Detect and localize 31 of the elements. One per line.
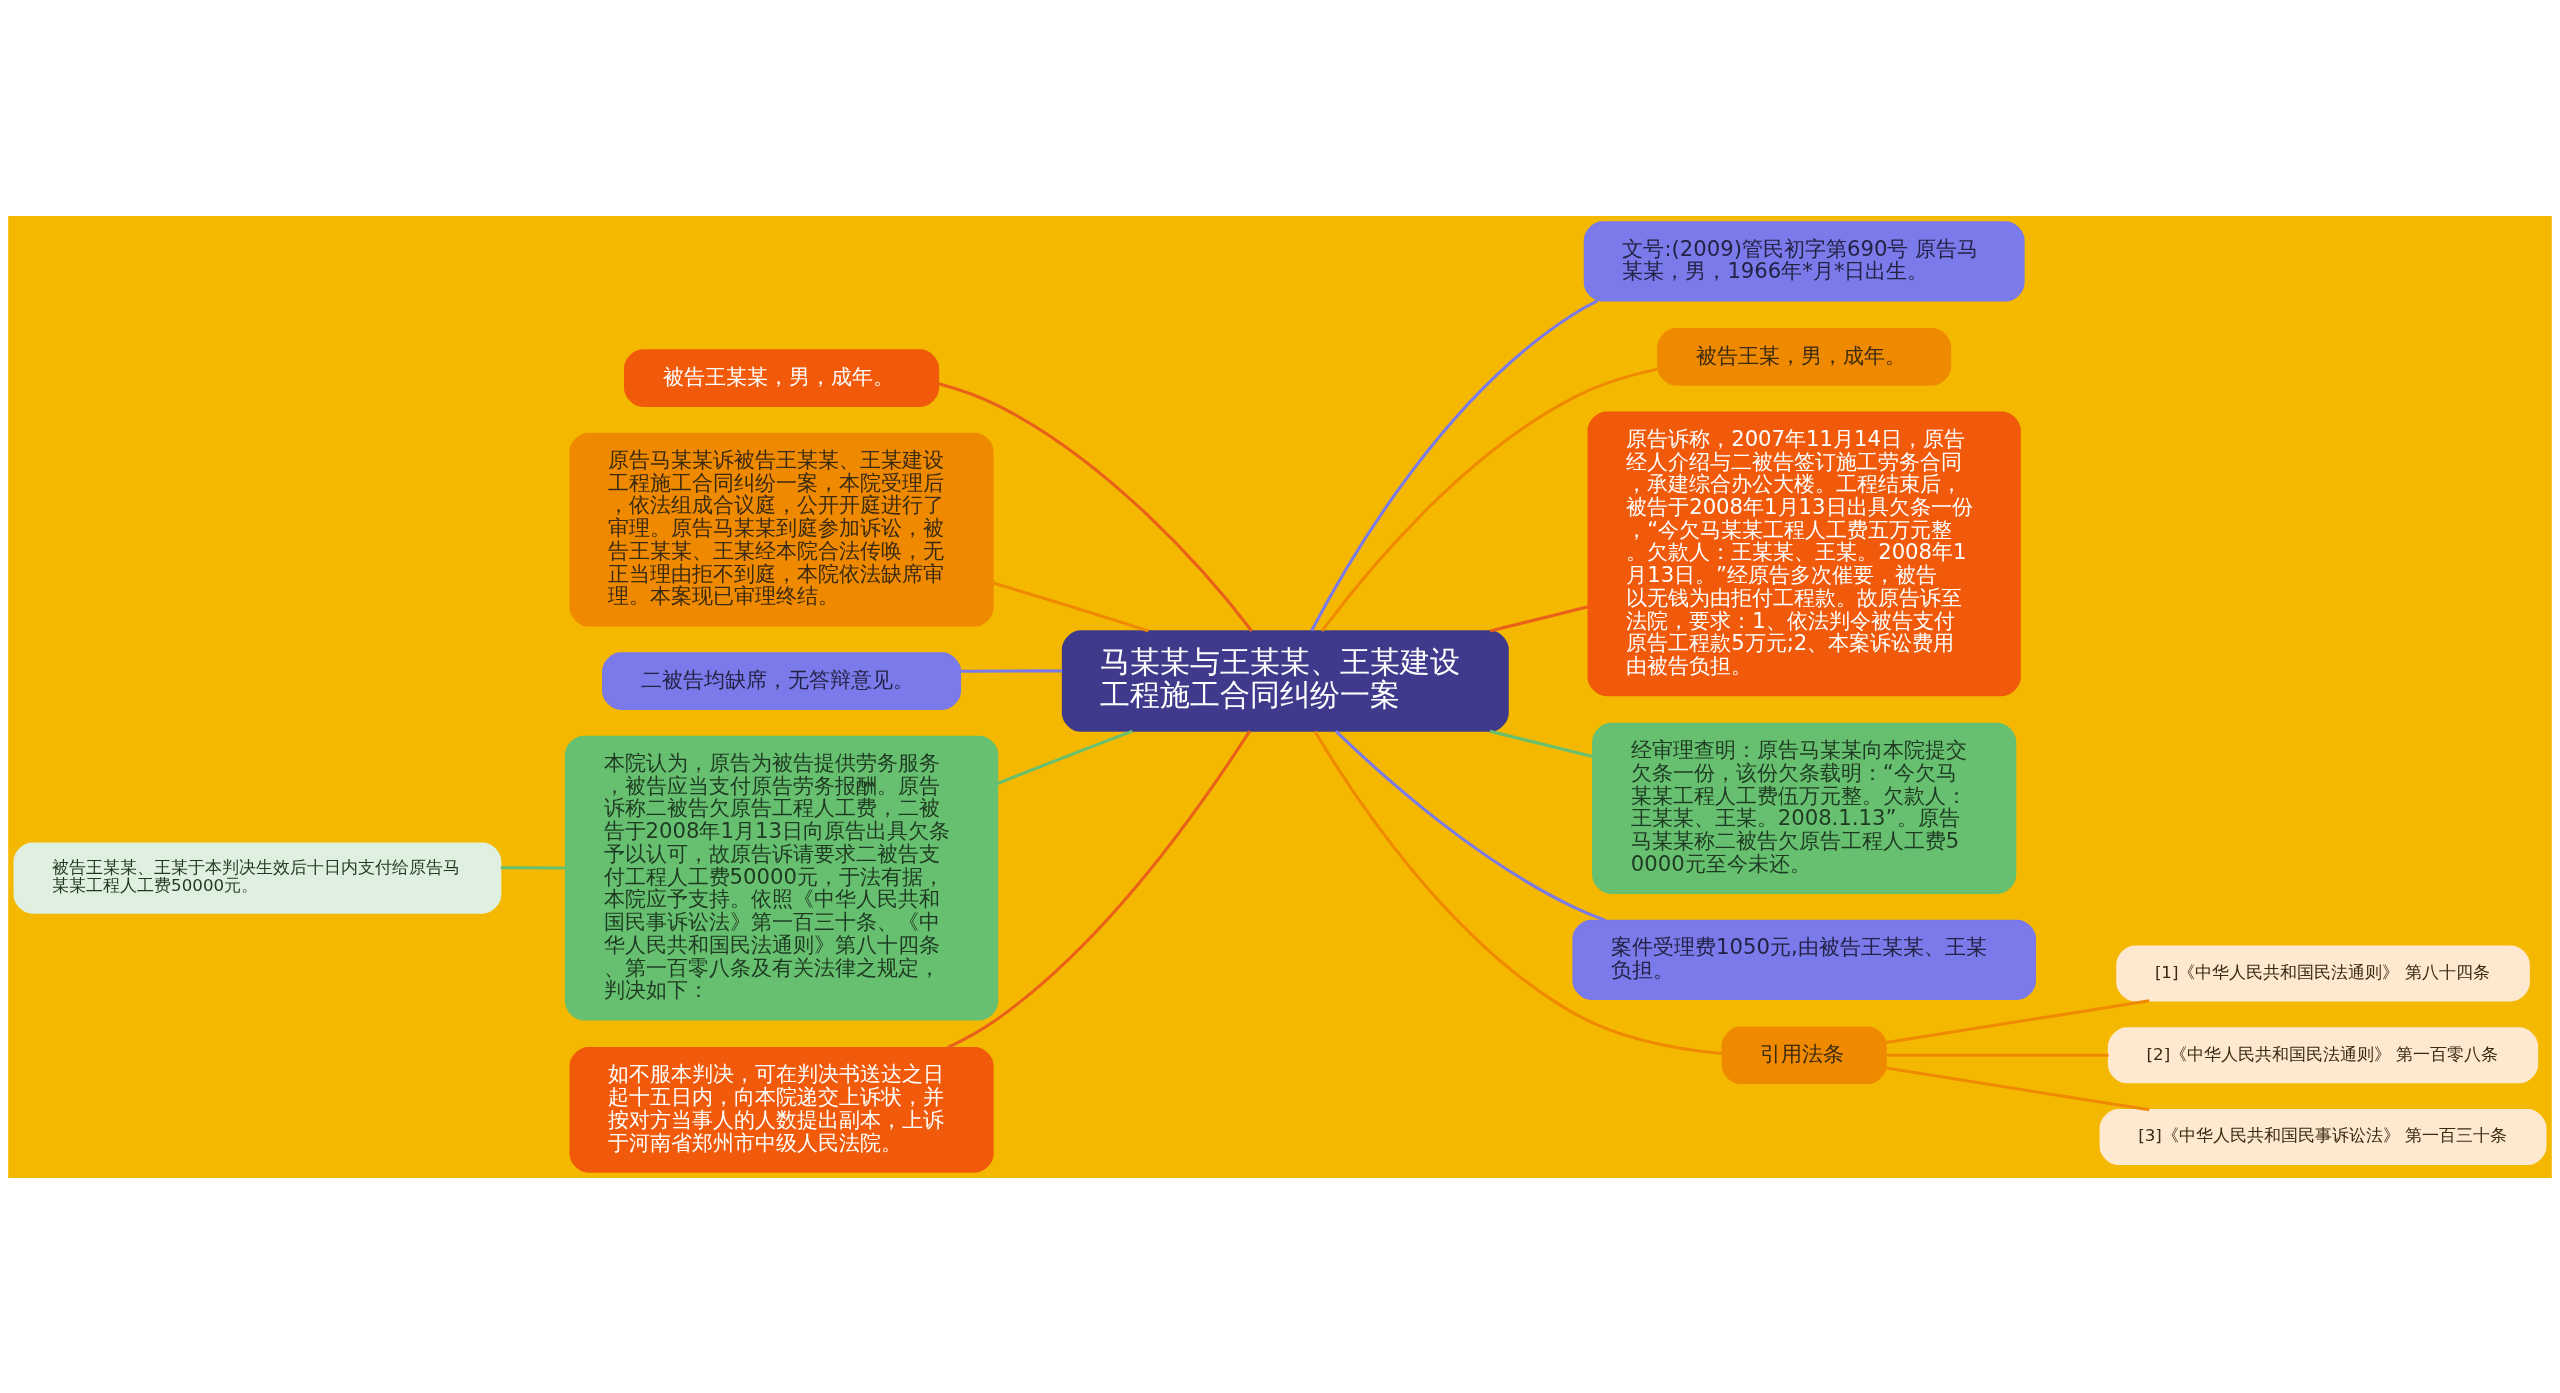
node-box: [2]《中华人民共和国民法通则》 第一百零八条: [2107, 1026, 2539, 1083]
node-box: 被告王某，男，成年。: [1657, 327, 1952, 386]
connector: [1886, 1066, 2150, 1111]
connector: [1489, 729, 1593, 758]
node-box: 被告王某某，男，成年。: [624, 348, 940, 407]
node-box: 马某某与王某某、王某建设工程施工合同纠纷一案: [1061, 629, 1509, 732]
node-box: 引用法条: [1721, 1026, 1887, 1084]
connector: [1489, 604, 1589, 632]
node-box: 文号:(2009)管民初字第690号 原告马某某，男，1966年*月*日出生。: [1583, 220, 2025, 302]
node-box: 原告马某某诉被告王某某、王某建设工程施工合同纠纷一案，本院受理后，依法组成合议庭，公开开庭进行了审理。原告马某某到庭参加诉讼，被告王某某、王某经本院合法传唤，无正当理由拒不到庭，本院依法缺席审理。本案现已审理终结。: [569, 432, 994, 627]
connector: [1320, 367, 1658, 632]
connector: [1886, 998, 2150, 1044]
node-box: [3]《中华人民共和国民事诉讼法》 第一百三十条: [2099, 1108, 2547, 1165]
connector: [1886, 1053, 2109, 1057]
node-box: 被告王某某、王某于本判决生效后十日内支付给原告马某某工程人工费50000元。: [13, 841, 502, 914]
node-box: [1]《中华人民共和国民法通则》 第八十四条: [2116, 944, 2530, 1001]
node-box: 本院认为，原告为被告提供劳务服务，被告应当支付原告劳务报酬。原告诉称二被告欠原告工程人工费，二被告于2008年1月13日向原告出具欠条予以认可，故原告诉请要求二被告支付工程人工费50000元，于法有据，本院应予支持。依照《中华人民共和国民事诉讼法》第一百三十条、《中华人民共和国民法通则》第八十四条、第一百零八条及有关法律之规定，判决如下：: [564, 735, 999, 1020]
connector: [992, 581, 1149, 632]
connector: [1313, 730, 1723, 1055]
node-box: 案件受理费1050元,由被告王某某、王某负担。: [1572, 919, 2036, 1000]
connector: [961, 668, 1063, 673]
connector: [1334, 729, 1606, 922]
node-box: 经审理查明：原告马某某向本院提交欠条一份，该份欠条载明：“今欠马某某工程人工费伍万元整。欠款人：王某某、王某。2008.1.13”。原告马某某称二被告欠原告工程人工费50000元至今未还。: [1592, 722, 2017, 894]
connector: [946, 729, 1251, 1049]
node-box: 如不服本判决，可在判决书送达之日起十五日内，向本院递交上诉状，并按对方当事人的人数提出副本，上诉于河南省郑州市中级人民法院。: [569, 1046, 994, 1173]
connector: [500, 865, 566, 869]
connector: [938, 381, 1253, 632]
node-box: 二被告均缺席，无答辩意见。: [602, 651, 962, 710]
node-box: 原告诉称，2007年11月14日，原告经人介绍与二被告签订施工劳务合同，承建综合办公大楼。工程结束后，被告于2008年1月13日出具欠条一份，“今欠马某某工程人工费五万元整。欠款人：王某某、王某。2008年1月13日。”经原告多次催要，被告以无钱为由拒付工程款。故原告诉至法院，要求：1、依法判令被告支付原告工程款5万元;2、本案诉讼费用由被告负担。: [1587, 410, 2021, 696]
connector: [997, 729, 1133, 785]
connector: [1310, 299, 1599, 631]
